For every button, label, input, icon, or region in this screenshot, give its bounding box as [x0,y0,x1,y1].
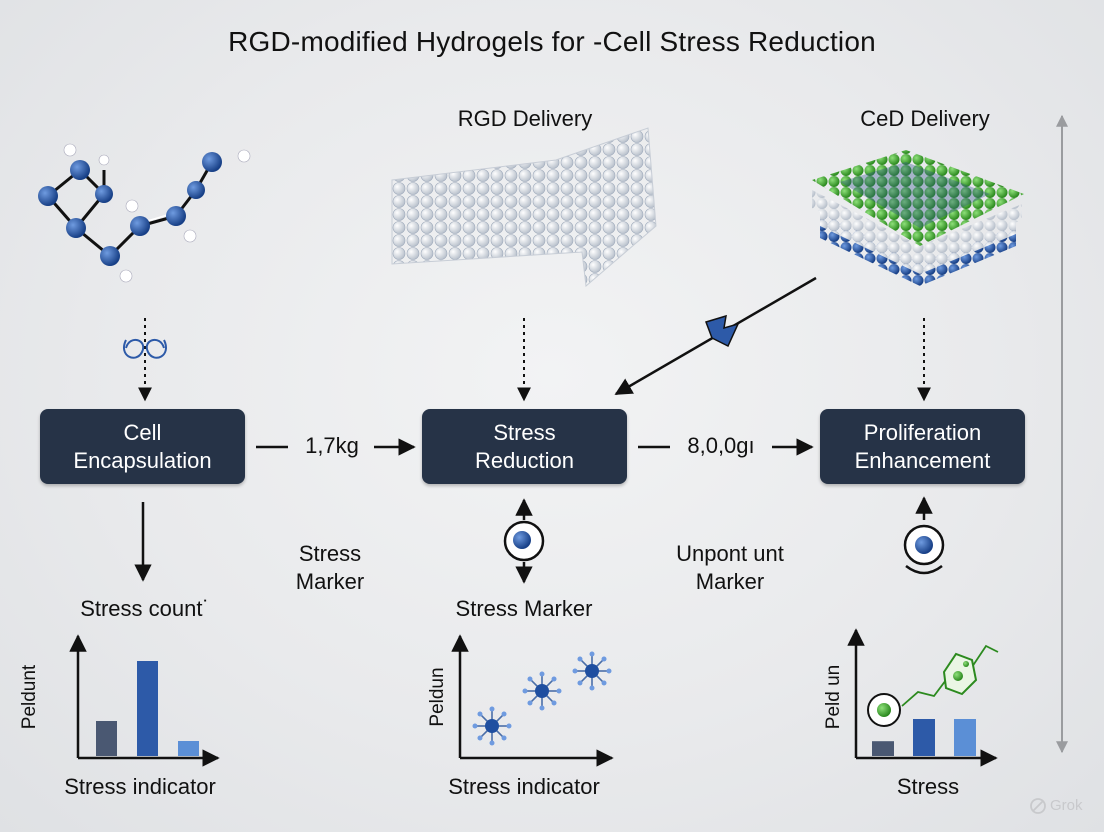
chart-left-title: Stress count˙ [80,596,210,621]
chart-left-bar-2 [137,661,158,756]
chart-right-axes [847,628,998,767]
rgd-tag-icon [705,314,740,348]
receptor-loop-icon [123,338,167,359]
stress-reduction-box[interactable]: Stress Reduction [422,409,627,484]
cell-icon-right [903,524,945,575]
chart-right-cell-annotation [867,644,999,727]
chart-left-bar-3 [178,741,199,756]
chart-middle-ylabel: Peldun [427,667,448,727]
chart-left-axes [69,634,220,767]
chart-middle-xlabel: Stress indicator [448,774,600,799]
cell-encapsulation-box[interactable]: Cell Encapsulation [40,409,245,484]
chart-middle-points [472,651,612,746]
chart-left-bars [96,661,199,756]
stress-marker-side-label: Stress Marker [295,541,365,594]
flow-label-2: 8,0,0gı [687,433,755,458]
chart-left-xlabel: Stress indicator [64,774,216,799]
ced-delivery-header: CeD Delivery [860,106,990,131]
grok-watermark: Grok [1050,797,1083,814]
chart-right-bars [872,719,976,756]
chart-middle-point-2 [522,671,562,711]
hydrogel-lattice-icon [391,127,657,287]
chart-right-xlabel: Stress [896,774,960,799]
chart-right-bar-1 [872,741,894,756]
chart-left-ylabel: Peldunt [19,664,40,730]
chart-left-bar-1 [96,721,117,756]
chart-middle-point-3 [572,651,612,691]
flow-label-1: 1,7kg [305,433,359,458]
unpont-marker-side-label: Unpont unt Marker [676,541,784,594]
chart-middle-point-1 [472,706,512,746]
cell-icon-middle [503,520,545,562]
rgd-delivery-header: RGD Delivery [457,106,593,131]
layered-material-icon [812,150,1024,286]
proliferation-enhancement-box[interactable]: Proliferation Enhancement [820,409,1025,484]
diagram-title: RGD-modified Hydrogels for -Cell Stress … [228,26,876,57]
chart-right-ylabel: Peld un [823,664,844,730]
chart-right-bar-2 [913,719,935,756]
chart-middle-title: Stress Marker [455,596,593,621]
grok-logo-icon [1030,798,1046,814]
chart-right-bar-3 [954,719,976,756]
chart-middle-axes [451,634,614,767]
rgd-molecule-icon [38,143,251,283]
